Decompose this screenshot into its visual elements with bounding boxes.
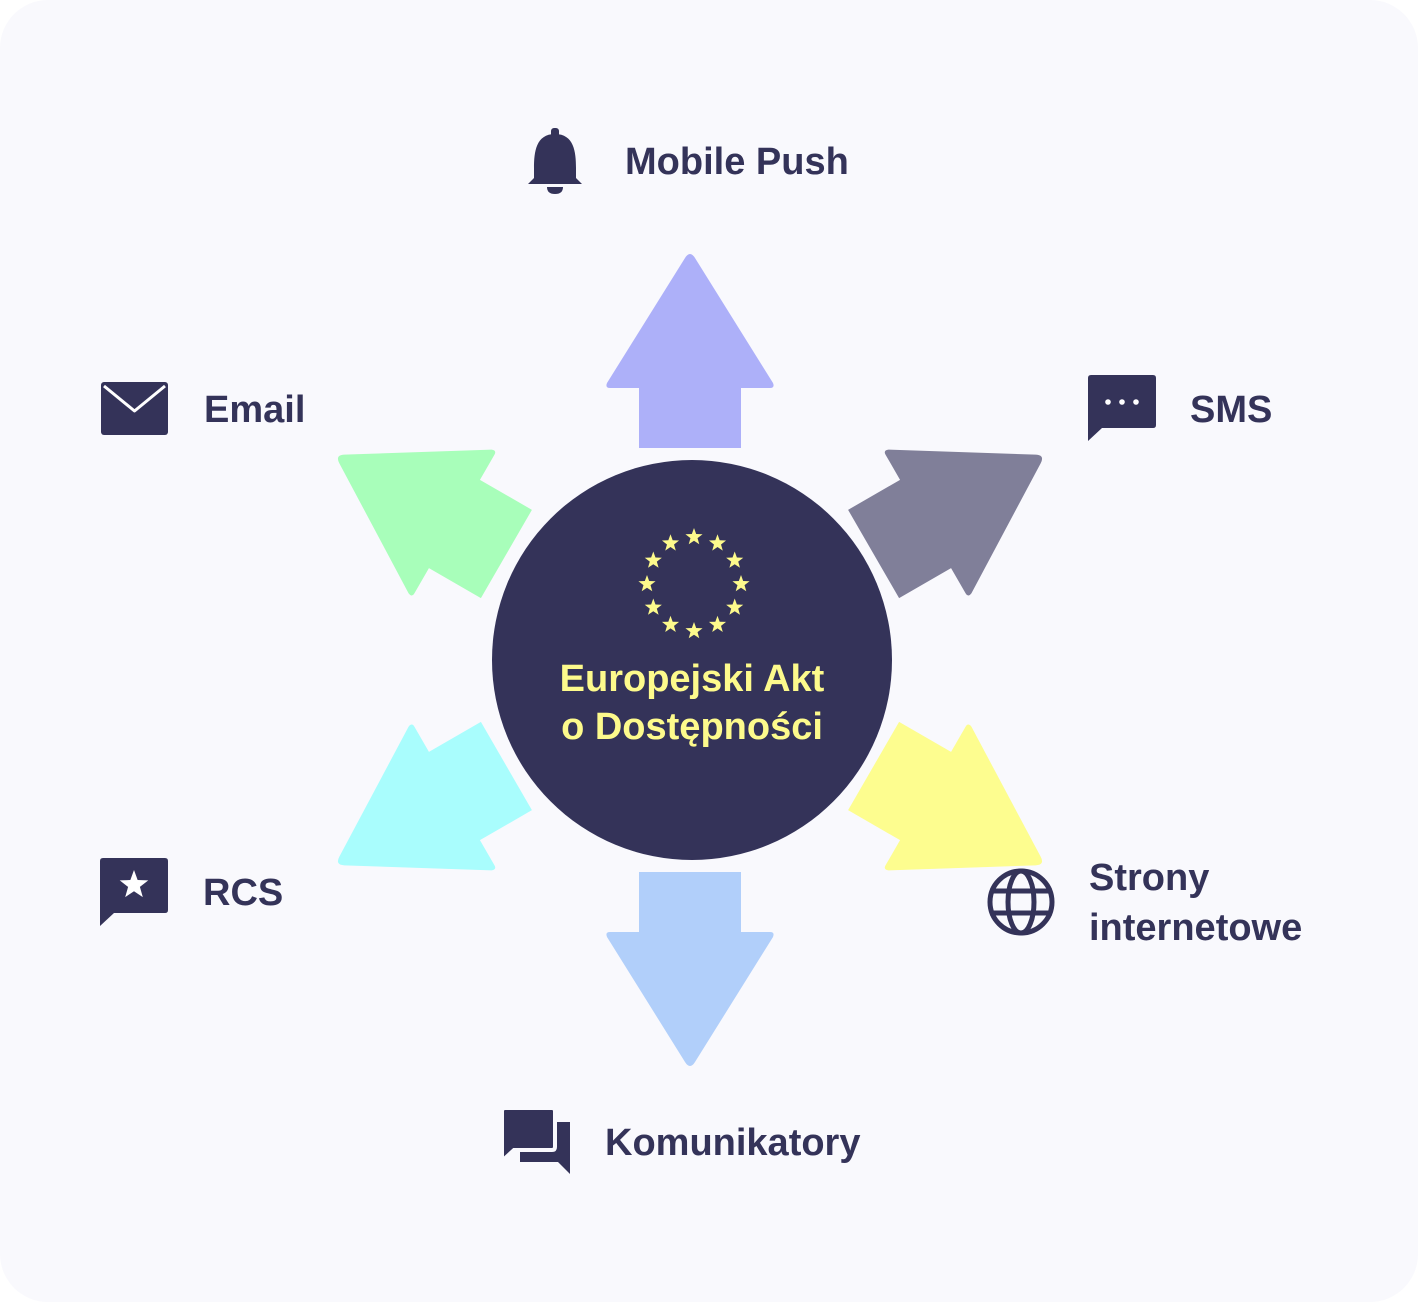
chat-bubble-dots-icon [1088, 375, 1156, 441]
eu-star [726, 598, 744, 615]
eu-star [685, 528, 703, 545]
eu-star [661, 615, 680, 632]
label-mobile-push: Mobile Push [625, 141, 849, 183]
eu-star [708, 534, 727, 551]
arrow-mobile-push [606, 254, 774, 448]
center-circle [492, 460, 892, 860]
eu-star [685, 622, 703, 639]
label-strony-internetowe: Strony internetowe [1089, 853, 1302, 953]
chat-bubble-star-icon [100, 858, 168, 926]
globe-icon [987, 868, 1055, 936]
label-sms: SMS [1190, 389, 1273, 431]
bell-icon [528, 128, 582, 194]
center-title-line1: Europejski Akt [559, 658, 825, 700]
label-strony-line1: Strony [1089, 857, 1210, 899]
eu-star [708, 615, 727, 632]
center-title: Europejski Akt o Dostępności [492, 655, 892, 751]
label-strony-line2: internetowe [1089, 907, 1303, 949]
eu-star [732, 575, 750, 592]
center-title-line2: o Dostępności [561, 706, 823, 748]
label-email: Email [204, 389, 306, 431]
eu-star [644, 551, 662, 568]
eu-star [726, 551, 744, 568]
arrow-komunikatory [606, 872, 774, 1066]
eu-star [661, 534, 680, 551]
eu-star [644, 598, 662, 615]
envelope-icon [101, 382, 168, 435]
label-komunikatory: Komunikatory [605, 1122, 861, 1164]
eu-star [638, 575, 656, 592]
eu-stars-icon [638, 528, 750, 639]
label-rcs: RCS [203, 872, 284, 914]
chat-bubbles-icon [500, 1106, 570, 1174]
